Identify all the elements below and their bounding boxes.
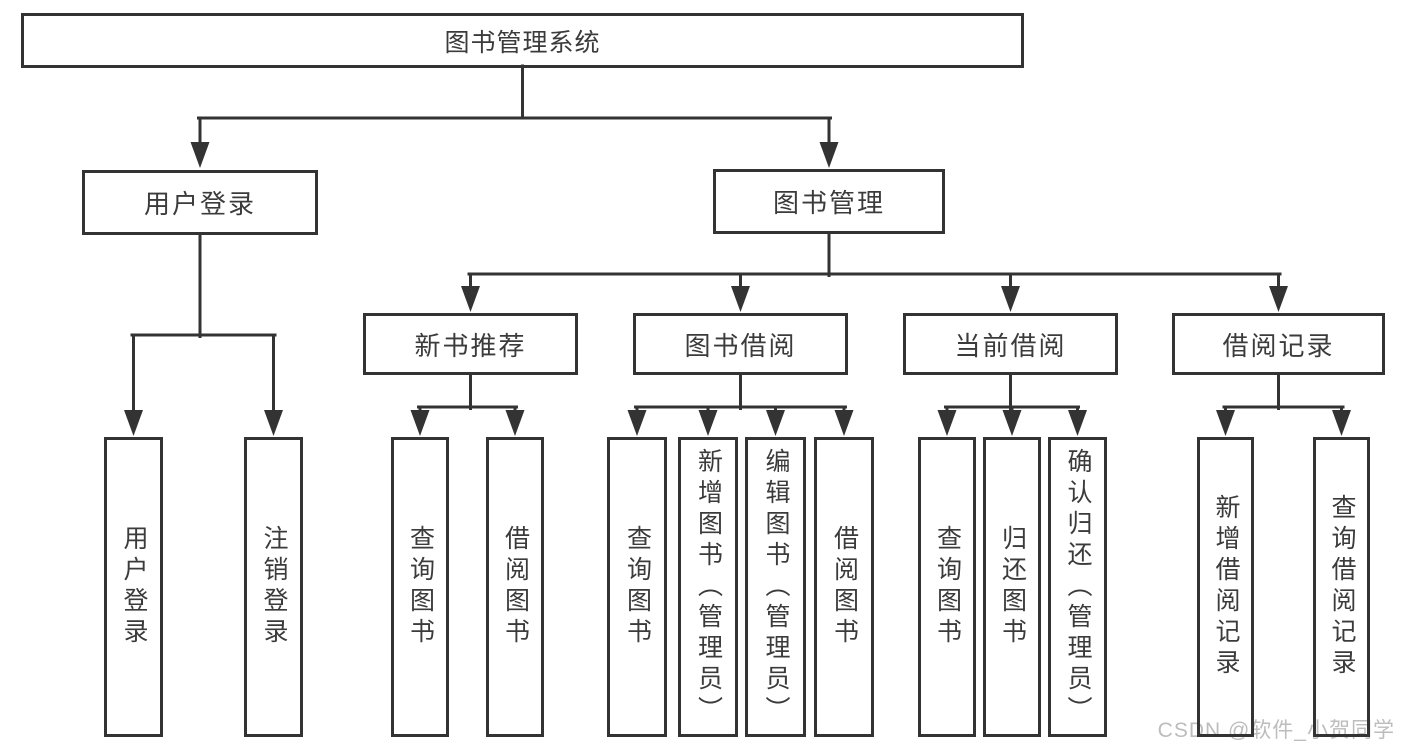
arrowhead-icons	[124, 142, 1351, 436]
leaf-user-login: 用户登录	[104, 437, 163, 737]
leaf-label: 查询借阅记录	[1328, 494, 1356, 680]
leaf-return-books: 归还图书	[983, 437, 1041, 737]
leaf-label: 编辑图书（管理员）	[762, 447, 790, 727]
leaf-label: 确认归还（管理员）	[1064, 447, 1092, 727]
leaf-logout: 注销登录	[244, 437, 303, 737]
node-book-management: 图书管理	[713, 169, 945, 234]
leaf-label: 注销登录	[260, 525, 288, 649]
leaf-query-books-recommend: 查询图书	[391, 437, 449, 737]
leaf-query-books-current: 查询图书	[918, 437, 976, 737]
leaf-confirm-return-admin: 确认归还（管理员）	[1048, 437, 1107, 737]
node-borrow-records: 借阅记录	[1172, 313, 1385, 375]
node-new-book-recommend: 新书推荐	[363, 313, 578, 375]
leaf-query-borrow-record: 查询借阅记录	[1313, 437, 1370, 737]
leaf-label: 新增借阅记录	[1212, 494, 1240, 680]
node-current-borrowing: 当前借阅	[903, 313, 1118, 375]
leaf-label: 借阅图书	[501, 525, 530, 649]
leaf-label: 查询图书	[623, 525, 652, 649]
node-book-borrowing: 图书借阅	[633, 313, 848, 375]
leaf-query-books-borrow: 查询图书	[607, 437, 667, 737]
leaf-add-book-admin: 新增图书（管理员）	[678, 437, 738, 737]
leaf-label: 新增图书（管理员）	[694, 447, 723, 727]
leaf-borrow-books: 借阅图书	[814, 437, 874, 737]
node-user-login: 用户登录	[82, 170, 318, 235]
leaf-edit-book-admin: 编辑图书（管理员）	[745, 437, 806, 737]
leaf-add-borrow-record: 新增借阅记录	[1197, 437, 1254, 737]
leaf-label: 归还图书	[998, 525, 1027, 649]
leaf-borrow-books-recommend: 借阅图书	[486, 437, 544, 737]
leaf-label: 查询图书	[406, 525, 435, 649]
leaf-label: 用户登录	[120, 525, 148, 649]
node-library-system: 图书管理系统	[21, 13, 1024, 68]
leaf-label: 查询图书	[933, 525, 962, 649]
leaf-label: 借阅图书	[830, 525, 859, 649]
